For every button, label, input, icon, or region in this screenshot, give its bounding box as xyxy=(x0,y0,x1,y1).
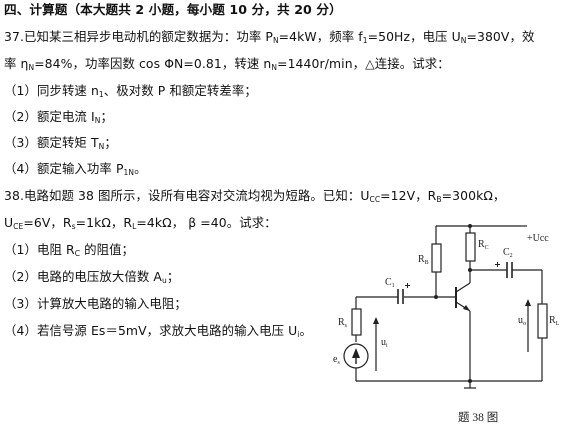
q38-item-1: （1）电阻 RC 的阻值； xyxy=(4,242,135,258)
q37-item-4: （4）额定输入功率 P1N。 xyxy=(4,161,147,177)
es-label: es xyxy=(333,354,340,366)
rc-label: RC xyxy=(478,239,489,251)
circuit-diagram: +Ucc RB RC C1 C2 Rs RL ui uo es 题 38 图 xyxy=(333,224,560,424)
q38-line-2: UCE=6V，Rs=1kΩ，RL=4kΩ， β =40。试求： xyxy=(4,215,277,231)
c1-label: C1 xyxy=(385,277,395,289)
q37-item-1: （1）同步转速 n1、极对数 P 和额定转差率； xyxy=(4,83,257,99)
rb-label: RB xyxy=(418,254,429,266)
q38-item-4: （4）若信号源 Es＝5mV，求放大电路的输入电压 Ui。 xyxy=(4,323,312,339)
section-heading: 四、计算题（本大题共 2 小题，每小题 10 分，共 20 分） xyxy=(4,2,342,17)
rl-label: RL xyxy=(549,315,560,327)
uo-label: uo xyxy=(518,315,526,327)
vcc-label: +Ucc xyxy=(527,233,549,244)
rl-resistor xyxy=(537,303,548,339)
q37-item-2: （2）额定电流 IN； xyxy=(4,109,113,125)
figure-caption: 题 38 图 xyxy=(458,411,498,424)
q37-item-3: （3）额定转矩 TN； xyxy=(4,135,117,151)
ui-label: ui xyxy=(381,337,388,349)
q38-item-2: （2）电路的电压放大倍数 Au； xyxy=(4,269,180,285)
q37-line-2: 率 ηN=84%，功率因数 cos ΦN=0.81，转速 nN=1440r/mi… xyxy=(4,56,450,72)
q38-line-1: 38.电路如题 38 图所示，设所有电容对交流均视为短路。已知：UCC=12V，… xyxy=(4,188,506,204)
c2-label: C2 xyxy=(503,247,513,259)
rb-resistor xyxy=(431,243,442,273)
rs-resistor xyxy=(351,308,362,336)
rs-label: Rs xyxy=(338,317,348,329)
q38-item-3: （3）计算放大电路的输入电阻； xyxy=(4,296,187,311)
q37-line-1: 37.已知某三相异步电动机的额定数据为：功率 PN=4kW，频率 f1=50Hz… xyxy=(4,29,535,45)
rc-resistor xyxy=(465,232,476,262)
